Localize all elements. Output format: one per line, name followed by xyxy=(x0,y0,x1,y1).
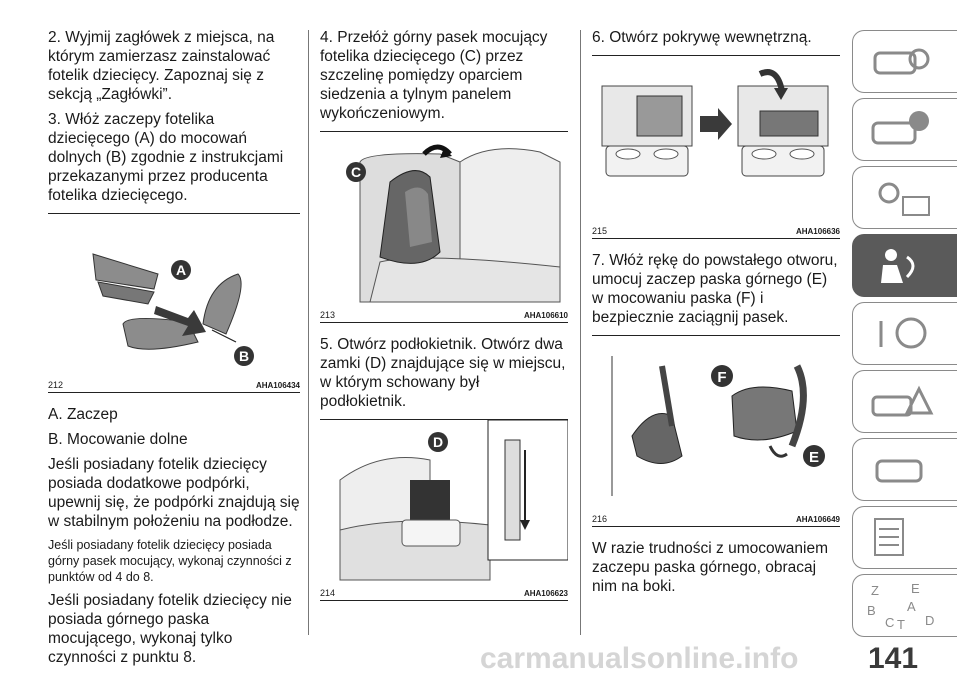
figure-214: D 214 AHA106623 xyxy=(320,419,568,601)
step-6-text: 6. Otwórz pokrywę wewnętrzną. xyxy=(592,29,812,46)
svg-text:B: B xyxy=(867,603,876,618)
figure-214-illustration: D xyxy=(339,420,568,581)
column-divider xyxy=(580,30,581,635)
figure-number: 214 xyxy=(320,588,336,598)
svg-text:A: A xyxy=(176,262,186,278)
svg-text:B: B xyxy=(239,348,249,364)
figure-number: 212 xyxy=(48,380,64,390)
figure-caption: 212 AHA106434 xyxy=(48,378,300,390)
roadside-emergency-tab-icon[interactable] xyxy=(852,370,957,433)
column-divider xyxy=(308,30,309,635)
figure-code: AHA106623 xyxy=(523,589,568,598)
step-4-text: 4. Przełóż górny pasek mocujący fotelika… xyxy=(320,29,548,122)
figure-code: AHA106636 xyxy=(795,227,840,236)
figure-215: 215 AHA106636 xyxy=(592,55,840,239)
figure-code: AHA106434 xyxy=(255,381,300,390)
figure-number: 215 xyxy=(592,226,608,236)
figure-212: A B 212 AHA106434 xyxy=(48,213,300,393)
car-info-tab-icon[interactable] xyxy=(852,30,957,93)
page-number: 141 xyxy=(868,642,919,675)
step-2-text: 2. Wyjmij zagłówek z miejsca, na którym … xyxy=(48,29,275,103)
figure-code: AHA106649 xyxy=(795,515,840,524)
svg-text:Z: Z xyxy=(871,583,879,598)
marker-d xyxy=(428,432,448,452)
legend-a: A. Zaczep xyxy=(48,406,118,423)
figure-213: C 213 AHA106610 xyxy=(320,131,568,323)
svg-text:C: C xyxy=(885,615,894,630)
svg-text:C: C xyxy=(351,164,361,180)
figure-216: F E 216 AHA106649 xyxy=(592,335,840,527)
figure-212-illustration: A B xyxy=(92,253,254,366)
column-1: 2. Wyjmij zagłówek z miejsca, na którym … xyxy=(48,28,300,673)
step-5-text: 5. Otwórz podłokietnik. Otwórz dwa zamki… xyxy=(320,336,566,410)
specs-list-tab-icon[interactable] xyxy=(852,506,957,569)
figure-number: 213 xyxy=(320,310,336,320)
steering-key-tab-icon[interactable] xyxy=(852,302,957,365)
lights-mail-tab-icon[interactable] xyxy=(852,166,957,229)
svg-text:D: D xyxy=(433,434,443,450)
top-strap-note-text: Jeśli posiadany fotelik dziecięcy posiad… xyxy=(48,538,292,584)
svg-text:F: F xyxy=(717,369,726,386)
tip-text: W razie trudności z umocowaniem zaczepu … xyxy=(592,540,829,595)
column-3: 6. Otwórz pokrywę wewnętrzną. 215 AHA106… xyxy=(592,28,840,602)
svg-text:E: E xyxy=(809,449,819,466)
marker-a xyxy=(171,260,191,280)
svg-text:A: A xyxy=(907,599,916,614)
marker-c xyxy=(346,162,366,182)
figure-caption: 213 AHA106610 xyxy=(320,308,568,320)
car-service-tab-icon[interactable] xyxy=(852,438,957,501)
support-note-text: Jeśli posiadany fotelik dziecięcy posiad… xyxy=(48,456,300,530)
figure-caption: 216 AHA106649 xyxy=(592,512,840,524)
figure-215-illustration xyxy=(601,69,829,177)
safety-airbag-tab-icon[interactable] xyxy=(852,234,957,297)
legend-b: B. Mocowanie dolne xyxy=(48,431,188,448)
marker-e xyxy=(803,445,825,467)
column-2: 4. Przełóż górny pasek mocujący fotelika… xyxy=(320,28,568,613)
figure-213-illustration: C xyxy=(346,144,561,303)
svg-text:T: T xyxy=(897,617,905,632)
figure-caption: 214 AHA106623 xyxy=(320,586,568,598)
figure-number: 216 xyxy=(592,514,608,524)
index-letters-tab-icon[interactable]: Z E B C T A D xyxy=(852,574,957,637)
figure-code: AHA106610 xyxy=(523,311,568,320)
svg-text:E: E xyxy=(911,581,920,596)
no-strap-note-text: Jeśli posiadany fotelik dziecięcy nie po… xyxy=(48,592,292,666)
figure-216-illustration: F E xyxy=(611,356,825,496)
watermark: carmanualsonline.info xyxy=(480,642,799,675)
marker-f xyxy=(711,365,733,387)
figure-caption: 215 AHA106636 xyxy=(592,224,840,236)
marker-b xyxy=(234,346,254,366)
step-7-text: 7. Włóż rękę do powstałego otworu, umocu… xyxy=(592,252,838,326)
step-3-text: 3. Włóż zaczepy fotelika dziecięcego (A)… xyxy=(48,111,284,204)
car-warning-tab-icon[interactable] xyxy=(852,98,957,161)
svg-text:D: D xyxy=(925,613,934,628)
